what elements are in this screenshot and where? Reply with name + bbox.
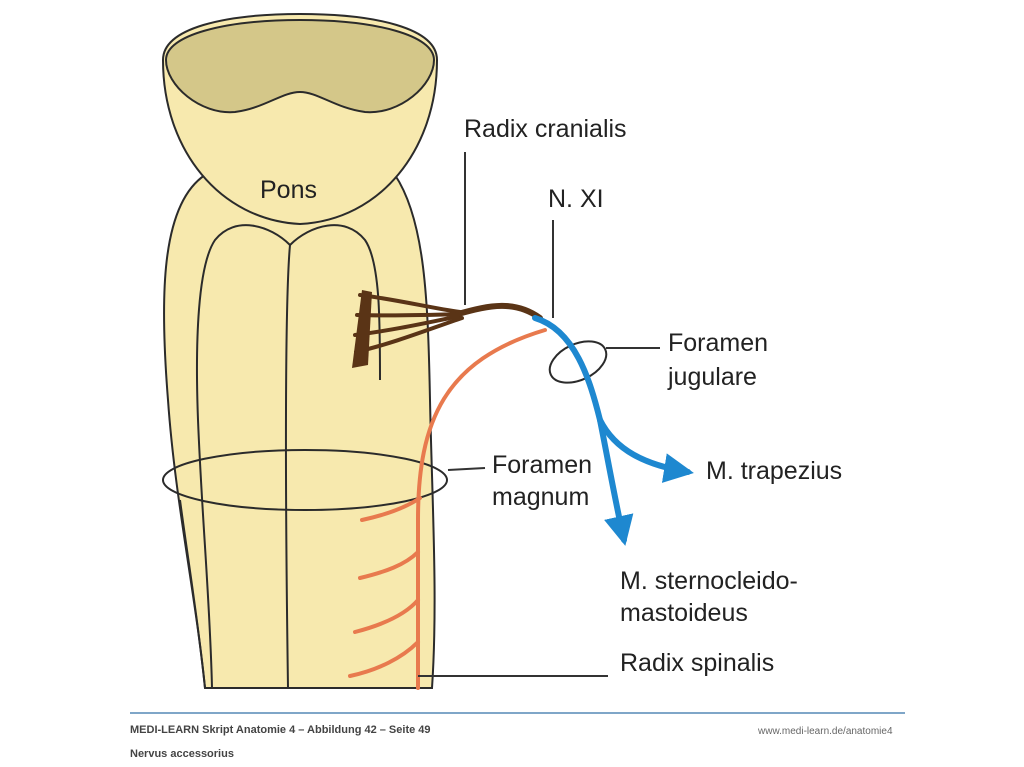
cranial-root-origin xyxy=(352,290,372,368)
nerve-xi-branch-scm xyxy=(597,417,634,546)
label-pons: Pons xyxy=(260,176,317,204)
cord-front-edge xyxy=(179,499,206,689)
label-radix-cranialis: Radix cranialis xyxy=(464,115,627,143)
leader-lines xyxy=(418,152,660,677)
pons-cut-surface xyxy=(164,18,436,114)
spinal-rootlets xyxy=(348,496,422,678)
foramen-magnum-ring xyxy=(162,449,448,511)
medulla-median-line xyxy=(284,244,291,689)
label-foramen-magnum-line1: Foramen xyxy=(492,451,593,479)
cranial-root-trunk xyxy=(455,302,543,321)
label-foramen-magnum-line2: magnum xyxy=(492,483,590,511)
footer-source: MEDI-LEARN Skript Anatomie 4 – Abbildung… xyxy=(130,724,431,736)
label-n-xi: N. XI xyxy=(548,185,604,213)
label-m-sternocleidomastoideus-line2: mastoideus xyxy=(620,599,748,627)
footer-caption: Nervus accessorius xyxy=(130,748,234,760)
label-foramen-jugulare-line1: Foramen xyxy=(668,329,769,357)
leader-foramen-magnum xyxy=(447,467,486,471)
brainstem-body xyxy=(162,174,436,689)
nerve-xi-trunk xyxy=(532,315,603,423)
nerve-xi-branch-trapezius xyxy=(597,417,694,483)
label-m-sternocleidomastoideus-line1: M. sternocleido- xyxy=(620,567,798,595)
medulla-contour-left xyxy=(195,224,291,689)
label-foramen-jugulare-line2: jugulare xyxy=(668,363,757,391)
label-m-trapezius: M. trapezius xyxy=(706,457,843,485)
label-radix-spinalis: Radix spinalis xyxy=(620,649,775,677)
footer-url: www.medi-learn.de/anatomie4 xyxy=(758,726,893,737)
